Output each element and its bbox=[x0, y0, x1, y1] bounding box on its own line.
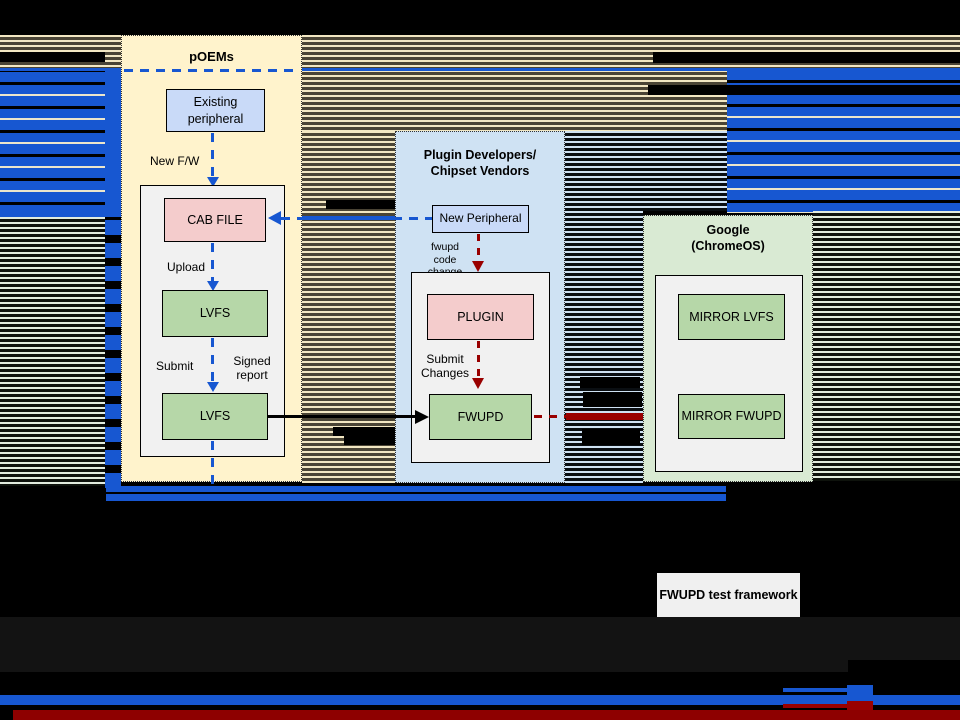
footer-blue-tick bbox=[783, 688, 847, 692]
bottom-blue-band-2 bbox=[106, 494, 726, 501]
stripe-region bbox=[0, 217, 105, 486]
redaction-bar bbox=[648, 85, 960, 95]
arrow-submit-line bbox=[211, 338, 214, 384]
footer-red-rule bbox=[13, 710, 960, 720]
lvfs-upper-box: LVFS bbox=[162, 290, 268, 337]
redaction-bar bbox=[653, 52, 960, 63]
lvfs-lower-box: LVFS bbox=[162, 393, 268, 440]
arrow-fwupd-mirror-solid-seg bbox=[566, 413, 643, 420]
submit-changes-label: Submit Changes bbox=[420, 352, 470, 380]
arrow-new-fw-line bbox=[211, 133, 214, 178]
arrow-submit-changes-line bbox=[477, 341, 480, 379]
redaction-bar bbox=[583, 392, 642, 407]
faint-band bbox=[0, 617, 960, 660]
stripe-region bbox=[0, 72, 105, 205]
lvfs-dashed-continuation bbox=[211, 441, 214, 488]
existing-peripheral-box: Existing peripheral bbox=[166, 89, 265, 132]
stripe-region bbox=[813, 211, 960, 481]
panel-poems-title: pOEMs bbox=[189, 49, 234, 64]
stripe-region bbox=[0, 35, 123, 68]
arrow-lvfs-fwupd-head bbox=[415, 410, 429, 424]
new-fw-label: New F/W bbox=[150, 154, 200, 168]
upload-label: Upload bbox=[167, 260, 206, 274]
new-peripheral-box: New Peripheral bbox=[432, 205, 529, 233]
footer-blue-rule bbox=[0, 695, 960, 705]
arrow-new-peripheral-solid-seg bbox=[302, 216, 395, 220]
arrow-lvfs-fwupd-line bbox=[268, 415, 418, 418]
redaction-bar bbox=[0, 52, 105, 62]
signed-report-label: Signed report bbox=[233, 354, 271, 382]
fwupd-test-framework-box: FWUPD test framework bbox=[657, 573, 800, 617]
top-blue-rule bbox=[0, 68, 960, 71]
stripe-region bbox=[105, 68, 122, 217]
fwupd-box: FWUPD bbox=[429, 394, 532, 440]
plugin-box: PLUGIN bbox=[427, 294, 534, 340]
arrow-submit-head bbox=[207, 382, 219, 392]
mirror-lvfs-box: MIRROR LVFS bbox=[678, 294, 785, 340]
footer-red-tick bbox=[783, 704, 847, 708]
mirror-fwupd-box: MIRROR FWUPD bbox=[678, 394, 785, 439]
poems-top-dashed-line bbox=[124, 69, 300, 72]
stripe-region bbox=[302, 131, 395, 483]
redaction-bar bbox=[580, 377, 640, 388]
redaction-bar bbox=[326, 200, 395, 209]
arrow-code-change-head bbox=[472, 261, 484, 272]
arrow-submit-changes-head bbox=[472, 378, 484, 389]
stripe-region bbox=[565, 131, 727, 211]
arrow-new-peripheral-head bbox=[268, 211, 281, 225]
redaction-bar bbox=[582, 429, 640, 445]
redaction-bar bbox=[344, 436, 395, 445]
stripe-region bbox=[0, 205, 105, 217]
stripe-region bbox=[302, 70, 727, 131]
arrow-upload-line bbox=[211, 243, 214, 283]
arrow-upload-head bbox=[207, 281, 219, 291]
redaction-bar bbox=[333, 427, 395, 436]
cab-file-box: CAB FILE bbox=[164, 198, 266, 242]
arrow-code-change-line bbox=[477, 234, 480, 263]
bottom-blue-band-1 bbox=[106, 486, 726, 492]
faint-band bbox=[0, 660, 848, 672]
submit-label: Submit bbox=[156, 359, 194, 373]
panel-plugin-title: Plugin Developers/ Chipset Vendors bbox=[423, 148, 537, 178]
panel-google-title: Google (ChromeOS) bbox=[691, 223, 765, 253]
arrow-new-fw-head bbox=[207, 177, 219, 187]
blue-dash-column bbox=[105, 220, 121, 492]
